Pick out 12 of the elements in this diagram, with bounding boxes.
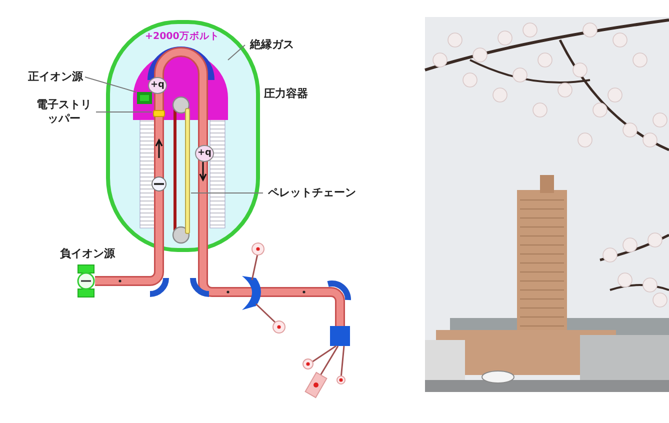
vessel-label: 圧力容器 <box>264 87 308 101</box>
stripper-foil <box>153 110 165 117</box>
pellet-chain <box>185 108 190 234</box>
leader-line <box>84 76 136 92</box>
callout-label: 絶縁ガス <box>250 38 294 52</box>
callout-label: ペレットチェーン <box>268 186 356 200</box>
voltage-label: +2000万ボルト <box>145 31 220 43</box>
ion-source-label: 負イオン源 <box>60 247 115 261</box>
callout-label: 電子ストリッパー <box>34 98 94 126</box>
leader-line <box>228 44 246 60</box>
callout-label: 正イオン源 <box>28 70 83 84</box>
ion-source-block <box>137 92 152 104</box>
